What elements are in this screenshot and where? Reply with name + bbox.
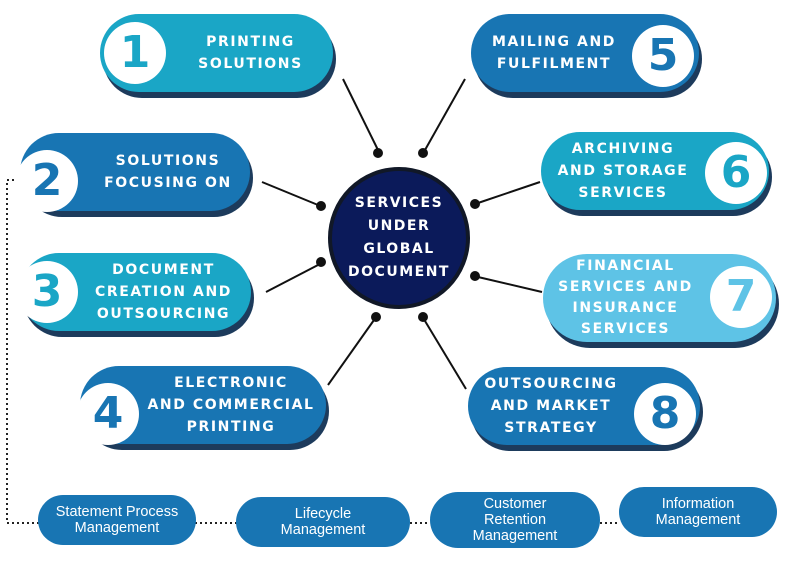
service-label-7: FINANCIAL SERVICES AND INSURANCE SERVICE… (558, 258, 693, 337)
number-badge-8: 8 (634, 383, 696, 445)
service-label-4: ELECTRONIC AND COMMERCIAL PRINTING (147, 375, 315, 435)
sub-service-4: Information Management (619, 487, 777, 537)
connector-5 (424, 78, 466, 151)
number-badge-2: 2 (16, 150, 78, 212)
connector-8 (424, 320, 467, 390)
service-label-3: DOCUMENT CREATION AND OUTSOURCING (95, 262, 232, 322)
number-badge-5: 5 (632, 25, 694, 87)
number-badge-4: 4 (77, 383, 139, 445)
service-label-8: OUTSOURCING AND MARKET STRATEGY (484, 376, 618, 436)
connector-7 (477, 276, 543, 293)
center-hub: SERVICES UNDER GLOBAL DOCUMENT (328, 167, 470, 309)
number-badge-7: 7 (710, 266, 772, 328)
sub-service-2: Lifecycle Management (236, 497, 410, 547)
connector-3 (265, 264, 319, 293)
sub-service-3: Customer Retention Management (430, 492, 600, 548)
connector-4 (327, 319, 375, 386)
service-label-2: SOLUTIONS FOCUSING ON (104, 153, 232, 191)
connector-2 (261, 181, 319, 206)
connector-1 (342, 78, 379, 151)
sub-service-1: Statement Process Management (38, 495, 196, 545)
number-badge-6: 6 (705, 142, 767, 204)
service-label-6: ARCHIVING AND STORAGE SERVICES (557, 141, 689, 201)
service-label-5: MAILING AND FULFILMENT (492, 34, 616, 72)
bracket-dotted-line (6, 179, 40, 524)
service-label-1: PRINTING SOLUTIONS (198, 34, 303, 72)
connector-6 (477, 181, 541, 204)
number-badge-1: 1 (104, 22, 166, 84)
number-badge-3: 3 (16, 261, 78, 323)
